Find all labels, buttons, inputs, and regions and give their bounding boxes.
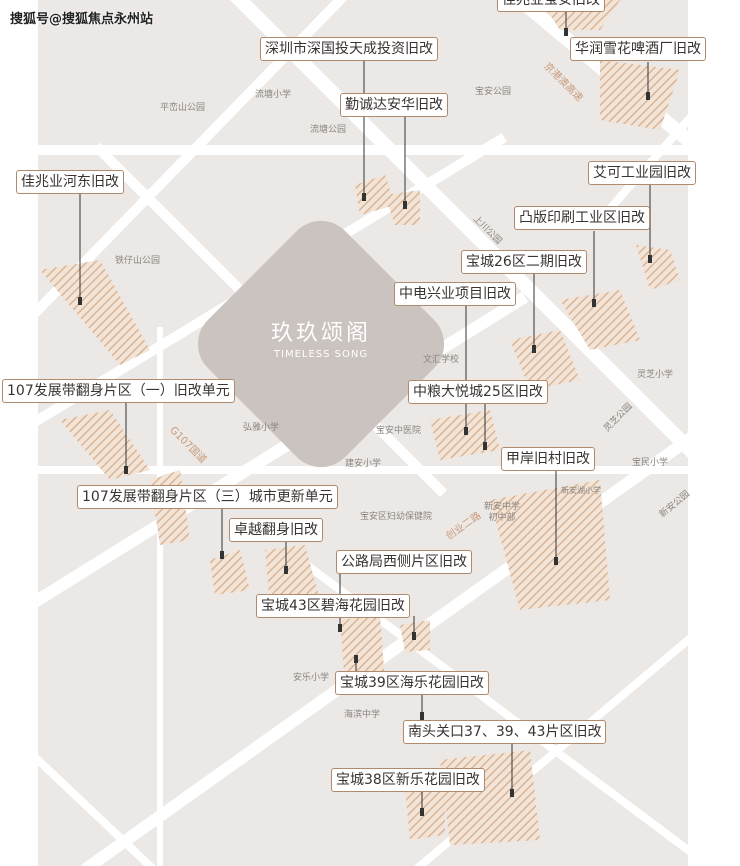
watermark: 搜狐号@搜狐焦点永州站	[10, 12, 154, 27]
hub-subtitle: TIMELESS SONG	[273, 349, 369, 360]
project-label-nantou[interactable]: 南头关口37、39、43片区旧改	[403, 720, 607, 744]
project-label-sztz[interactable]: 深圳市深国投天成投资旧改	[260, 37, 438, 61]
project-label-tuban[interactable]: 凸版印刷工业区旧改	[514, 206, 650, 230]
poi-liutang-park: 流塘公园	[310, 125, 347, 135]
project-label-zhongliang[interactable]: 中粮大悦城25区旧改	[408, 380, 548, 404]
project-label-top[interactable]: 佳兆业宝安旧改	[497, 0, 605, 12]
project-label-aike[interactable]: 艾可工业园旧改	[588, 161, 696, 185]
poi-haibin: 海滨中学	[344, 710, 381, 720]
poi-maternal: 宝安区妇幼保健院	[360, 512, 433, 522]
poi-baoan-tcm: 宝安中医院	[376, 426, 422, 436]
project-label-gonglu[interactable]: 公路局西侧片区旧改	[336, 550, 472, 574]
project-zones	[40, 0, 680, 845]
leader-lines	[79, 12, 651, 815]
project-label-zhuoyue[interactable]: 卓越翻身旧改	[229, 518, 323, 542]
poi-pingluanshan: 平峦山公园	[160, 103, 206, 113]
poi-wenhui: 文汇学校	[423, 355, 460, 365]
project-label-zhongdian[interactable]: 中电兴业项目旧改	[394, 282, 516, 306]
poi-anle: 安乐小学	[293, 673, 330, 683]
project-label-bc43[interactable]: 宝城43区碧海花园旧改	[256, 594, 410, 618]
poi-lingzhi-school: 灵芝小学	[637, 370, 674, 380]
project-label-bc39[interactable]: 宝城39区海乐花园旧改	[335, 671, 489, 695]
project-label-fz107-3[interactable]: 107发展带翻身片区（三）城市更新单元	[77, 485, 338, 509]
poi-hongya: 弘雅小学	[243, 423, 280, 433]
project-label-fz107-1[interactable]: 107发展带翻身片区（一）旧改单元	[2, 379, 235, 403]
poi-tiezaishan: 铁仔山公园	[115, 256, 161, 266]
hub-title: 玖玖颂阁	[270, 321, 371, 346]
poi-xinan-middle: 新安中学 初中部	[484, 502, 521, 523]
project-label-bc38[interactable]: 宝城38区新乐花园旧改	[331, 768, 485, 792]
project-label-huarun[interactable]: 华润雪花啤酒厂旧改	[570, 37, 706, 61]
project-label-bc26[interactable]: 宝城26区二期旧改	[461, 250, 587, 274]
poi-liutang-school: 流塘小学	[255, 90, 292, 100]
poi-baoan-park: 宝安公园	[475, 87, 512, 97]
project-label-qcd[interactable]: 勤诚达安华旧改	[340, 93, 448, 117]
project-label-jiaan[interactable]: 甲岸旧村旧改	[501, 447, 595, 471]
poi-jianan: 建安小学	[345, 459, 382, 469]
project-pins	[78, 28, 652, 816]
poi-xinanhu: 新安湖小学	[561, 486, 601, 495]
poi-baomin: 宝民小学	[632, 458, 669, 468]
project-label-jzy-hedong[interactable]: 佳兆业河东旧改	[16, 170, 124, 194]
